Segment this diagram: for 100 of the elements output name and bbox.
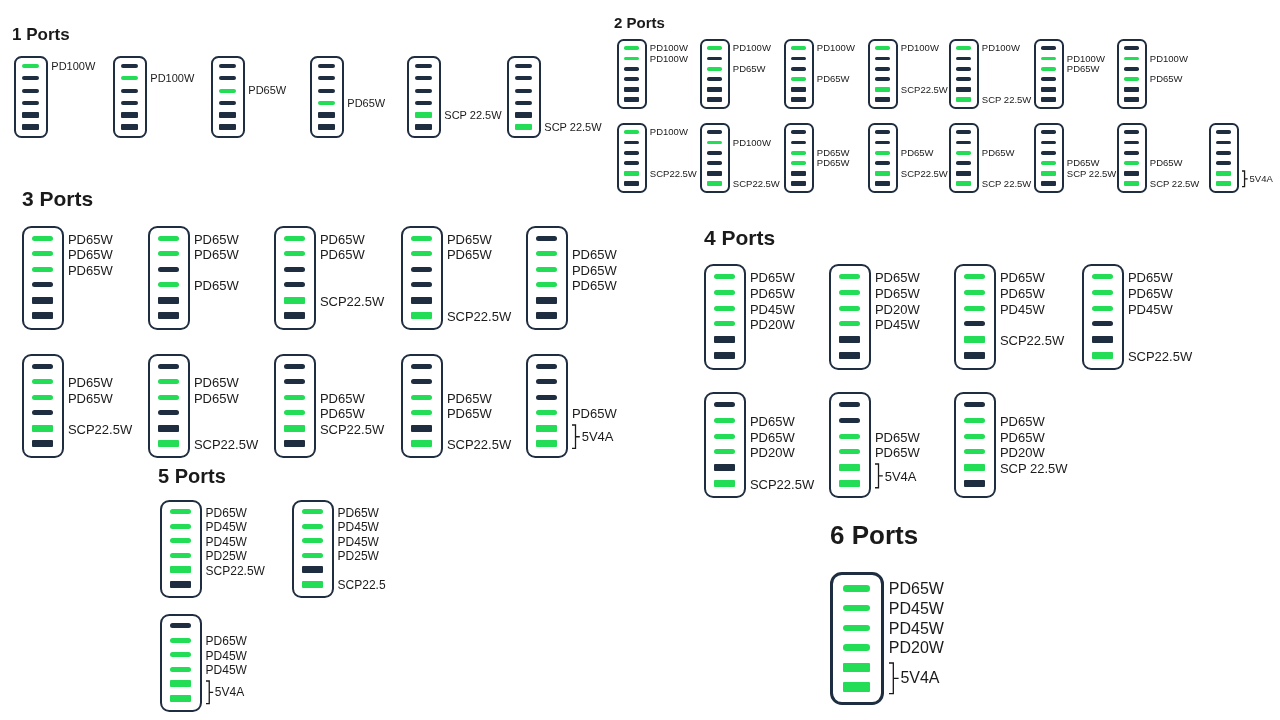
section-heading: 3 Ports [22,188,94,209]
charger-body [954,264,996,370]
port-power-label: PD65W [999,414,1045,428]
port-power-label: PD100W [816,43,855,53]
port-power-label: PD100W [900,43,939,53]
charger-body [830,572,884,705]
charger-body [617,39,647,109]
port-power-label: PD65W [571,248,617,262]
charger-body [160,500,202,598]
port-power-label: SCP22.5W [649,168,697,179]
port-power-label: PD45W [205,521,247,534]
port-power-label: PD100W [51,61,96,73]
port-power-label: PD45W [205,535,247,548]
charger-body [401,226,443,330]
port-power-label: SCP22.5W [732,179,780,189]
port-power-label: SCP 22.5W [981,95,1032,105]
port-power-label: PD100W [1066,53,1105,64]
port-power-label: SCP 22.5W [1066,168,1117,179]
port-power-label: PD45W [205,664,247,677]
charger-body [526,226,568,330]
port-power-label: PD65W [571,407,617,421]
port-power-label: PD65W [446,233,492,246]
charger-body [22,354,64,458]
port-power-label: PD65W [1066,64,1100,74]
port-power-label: PD45W [749,302,795,316]
port-power-label: SCP 22.5W [544,121,602,133]
port-power-label: PD65W [67,376,113,390]
port-power-label: PD100W [649,127,688,137]
port-power-label: PD20W [999,446,1045,460]
port-power-label: 5V4A [884,469,917,483]
charger-body [211,56,245,138]
section-heading: 1 Ports [12,26,70,43]
charger-body [784,123,814,193]
port-power-label: PD65W [888,581,944,598]
port-power-label: SCP22.5W [193,437,259,451]
port-power-label: SCP 22.5W [981,179,1032,189]
port-power-label: PD65W [816,148,850,158]
charger-body [526,354,568,458]
port-power-label: PD45W [999,302,1045,316]
port-power-label: PD65W [999,271,1045,285]
port-power-label: PD65W [1127,286,1173,300]
port-power-label: PD65W [205,506,247,519]
charger-body [704,392,746,498]
port-power-label: PD65W [1066,158,1100,168]
port-power-label: PD65W [1149,74,1183,84]
port-power-label: SCP22.5W [319,294,385,308]
port-power-label: PD65W [193,391,239,405]
port-power-label: PD100W [732,137,771,148]
charger-body [113,56,147,138]
charger-body [148,226,190,330]
charger-body [274,226,316,330]
port-power-label: PD65W [193,248,239,262]
port-power-label: SCP22.5W [446,309,512,323]
port-power-label: PD25W [205,550,247,563]
port-power-label: SCP22.5W [205,564,265,577]
port-power-label: PD65W [446,407,492,421]
section-heading: 5 Ports [158,466,226,486]
port-power-label: PD65W [446,391,492,405]
charger-body [700,39,730,109]
port-power-label: PD65W [193,279,239,293]
charger-body [1082,264,1124,370]
charger-body [954,392,996,498]
charger-body [704,264,746,370]
charger-body [310,56,344,138]
charger-body [1117,39,1147,109]
port-power-label: PD45W [337,521,379,534]
port-power-label: SCP22.5W [67,422,133,436]
port-power-label: PD45W [1127,302,1173,316]
port-power-label: PD65W [732,64,766,74]
port-power-label: PD100W [649,53,688,64]
port-power-label: PD65W [319,248,365,262]
port-power-label: PD65W [193,233,239,246]
port-power-label: PD65W [571,279,617,293]
port-power-label: PD65W [749,414,795,428]
port-power-label: PD25W [337,550,379,563]
port-power-label: SCP 22.5W [1149,179,1200,189]
port-power-label: PD65W [67,248,113,262]
port-power-label: PD20W [888,640,944,657]
port-power-label: PD65W [319,391,365,405]
charger-body [1117,123,1147,193]
port-power-label: PD65W [816,74,850,84]
port-power-label: PD45W [205,649,247,662]
port-power-label: PD100W [150,73,195,85]
charger-body [22,226,64,330]
charger-body [14,56,48,138]
port-power-label: SCP22.5W [900,168,948,179]
charger-body [868,123,898,193]
charger-body [868,39,898,109]
port-power-label: PD45W [874,318,920,332]
port-power-label: PD65W [67,263,113,277]
port-power-label: PD100W [981,43,1020,53]
port-power-label: SCP 22.5W [444,109,502,121]
port-power-label: PD20W [749,446,795,460]
charger-body [829,392,871,498]
charger-body [949,123,979,193]
port-power-label: PD65W [874,446,920,460]
port-power-label: PD65W [874,271,920,285]
port-power-label: PD65W [874,286,920,300]
port-power-label: PD65W [981,148,1015,158]
section-heading: 2 Ports [614,15,665,30]
